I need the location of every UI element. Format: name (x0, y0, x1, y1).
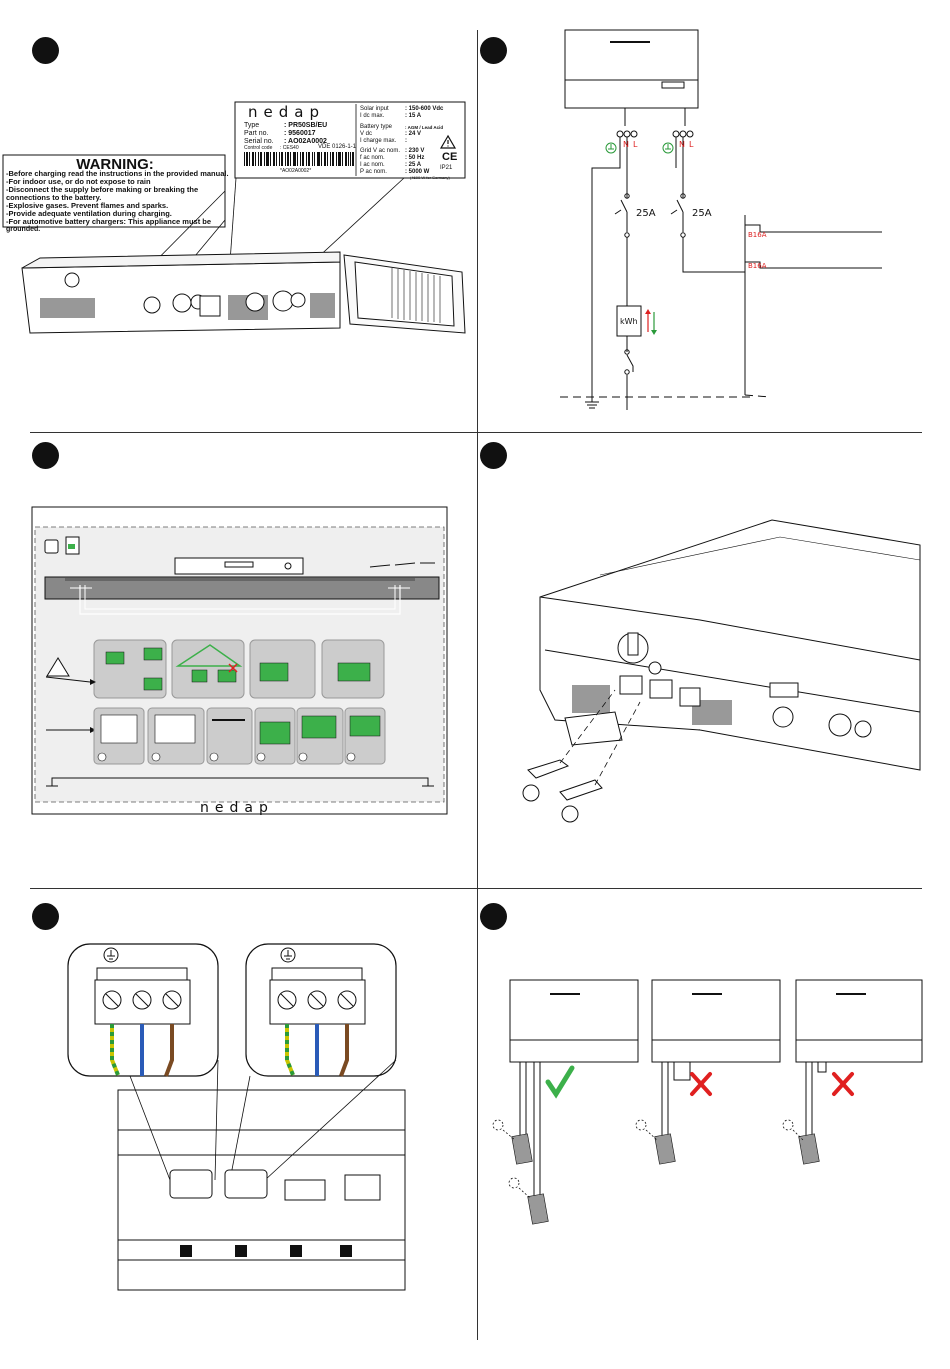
label-battery-type-key: Battery type (360, 124, 393, 130)
step-marker-6 (480, 903, 507, 930)
horizontal-divider-1 (30, 432, 922, 433)
barcode-image (244, 152, 354, 166)
label-vdc-key: V dc (360, 131, 373, 137)
label-vdc-value: : 24 V (405, 131, 422, 137)
warning-line-5: -Explosive gases. Prevent flames and spa… (6, 201, 169, 210)
label-control-value: : CES40 (280, 145, 299, 151)
label-icharge-key: I charge max. (360, 138, 397, 144)
warning-line-7: -For automotive battery chargers: This a… (6, 217, 212, 226)
horizontal-divider-2 (30, 888, 922, 889)
terminal-n-label-2: N (679, 140, 685, 149)
label-vde: VDE 0126-1-1 (318, 144, 357, 150)
label-pac-note: (4600 W for Germany) (410, 175, 450, 180)
label-part-value: : 9560017 (284, 130, 316, 137)
label-pac-key: P ac nom. (360, 169, 387, 175)
label-serial-value: : AO02A0002 (284, 138, 327, 145)
ground-terminal-icon (605, 142, 674, 154)
label-brand-logo: nedap (248, 103, 325, 121)
label-icharge-value: : (405, 138, 407, 144)
warning-line-2: -For indoor use, or do not expose to rai… (6, 177, 151, 186)
warning-line-8: grounded. (6, 226, 41, 233)
energy-flow-arrows-icon (645, 309, 657, 335)
ce-mark: CE (442, 151, 458, 163)
step-marker-3 (32, 442, 59, 469)
arrow-icon (45, 676, 96, 733)
checkmark-icon (545, 1065, 575, 1099)
label-idc-value: : 15 A (405, 113, 422, 119)
label-solar-input-value: : 150-600 Vdc (405, 106, 444, 112)
label-grid-v-key: Grid V ac nom. (360, 148, 401, 154)
label-type-key: Type (244, 122, 260, 129)
terminal-l-label: L (633, 140, 638, 149)
warning-line-3: -Disconnect the supply before making or … (6, 185, 199, 194)
warning-line-1: -Before charging read the instructions i… (6, 169, 229, 178)
label-pac-value: : 5000 W (405, 169, 430, 175)
label-solar-input-key: Solar input (360, 106, 389, 112)
label-part-key: Part no. (244, 130, 269, 137)
label-fac-value: : 50 Hz (405, 155, 425, 161)
warning-line-6: -Provide adequate ventilation during cha… (6, 209, 172, 218)
ground-symbol-icon (585, 397, 599, 409)
b16a-label-1: B16A (748, 231, 767, 239)
sun-icon (492, 1119, 804, 1199)
warning-triangle-icon (46, 657, 70, 677)
label-idc-key: I dc max. (360, 113, 385, 119)
label-battery-type-value: : AGM / Lead Acid (405, 125, 444, 130)
ip-rating: IP21 (440, 165, 453, 171)
label-iac-value: : 25 A (405, 162, 422, 168)
breaker-2-label: 25A (692, 208, 712, 219)
template-brand-logo: nedap (200, 800, 274, 816)
cross-icon (690, 1072, 854, 1096)
step-marker-5 (32, 903, 59, 930)
solar-panel-icon (511, 1133, 820, 1225)
b16a-label-2: B16A (748, 262, 767, 270)
warning-title: WARNING: (76, 156, 154, 173)
label-barcode-text: *AO02A0002* (280, 168, 312, 174)
label-grid-v-value: : 230 V (405, 148, 425, 154)
device-illustration-front (21, 251, 466, 334)
step-marker-4 (480, 442, 507, 469)
terminal-n-label: N (623, 140, 629, 149)
label-control-key: Control code (244, 145, 273, 151)
warning-triangle-icon (439, 134, 457, 149)
breaker-1-label: 25A (636, 208, 656, 219)
label-fac-key: f ac nom. (360, 155, 385, 161)
terminal-l-label-2: L (689, 140, 694, 149)
kwh-meter-label: kWh (620, 317, 638, 326)
step-marker-1 (32, 37, 59, 64)
ground-symbol-icon (103, 947, 296, 963)
label-serial-key: Serial no. (244, 138, 274, 145)
warning-line-4: connections to the battery. (6, 193, 102, 202)
step-marker-2 (480, 37, 507, 64)
vertical-divider (477, 30, 478, 1340)
label-type-value: : PR50SB/EU (284, 122, 328, 129)
label-iac-key: I ac nom. (360, 162, 385, 168)
